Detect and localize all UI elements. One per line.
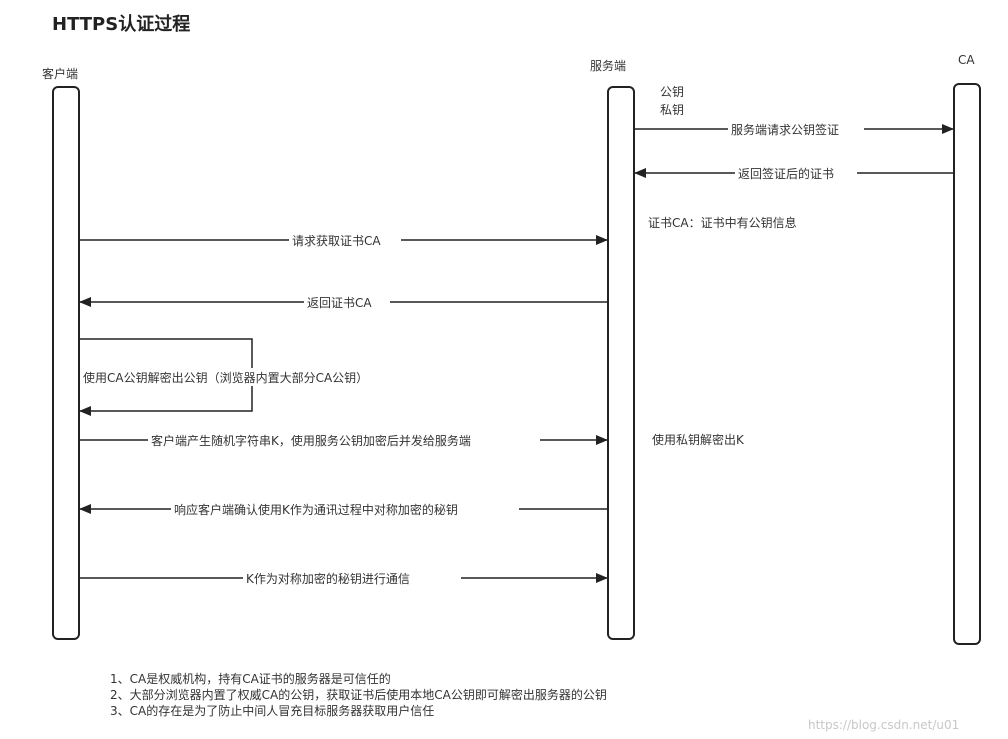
actor-client-label: 客户端 [42, 66, 78, 81]
note-cert-info: 证书CA：证书中有公钥信息 [648, 215, 797, 230]
label-symmetric-communication: K作为对称加密的秘钥进行通信 [246, 571, 410, 586]
ca-lifeline [953, 83, 981, 645]
actor-server-label: 服务端 [590, 58, 626, 73]
label-send-encrypted-k: 客户端产生随机字符串K，使用服务公钥加密后并发给服务端 [151, 433, 471, 448]
label-client-self-decrypt: 使用CA公钥解密出公钥（浏览器内置大部分CA公钥） [83, 370, 368, 385]
label-server-request-signing: 服务端请求公钥签证 [731, 122, 839, 137]
label-bg [171, 501, 519, 517]
watermark: https://blog.csdn.net/u01 [808, 718, 960, 732]
footnote-item: 3、CA的存在是为了防止中间人冒充目标服务器获取用户信任 [110, 704, 435, 718]
server-public-key-label: 公钥 [660, 85, 684, 99]
label-bg [735, 165, 857, 181]
label-bg [148, 432, 540, 448]
footnotes: 1、CA是权威机构，持有CA证书的服务器是可信任的 2、大部分浏览器内置了权威C… [110, 671, 607, 719]
label-bg [304, 294, 390, 310]
server-lifeline [607, 86, 635, 640]
label-return-cert: 返回证书CA [307, 296, 372, 310]
footnote-item: 1、CA是权威机构，持有CA证书的服务器是可信任的 [110, 672, 391, 686]
note-decrypt-k: 使用私钥解密出K [652, 432, 745, 447]
label-bg [80, 368, 432, 386]
label-return-signed-cert: 返回签证后的证书 [738, 166, 834, 181]
footnote-item: 2、大部分浏览器内置了权威CA的公钥，获取证书后使用本地CA公钥即可解密出服务器… [110, 688, 607, 702]
label-bg [243, 570, 461, 586]
client-lifeline [52, 86, 80, 640]
label-bg [728, 121, 864, 137]
server-private-key-label: 私钥 [660, 103, 684, 117]
label-request-cert: 请求获取证书CA [292, 234, 381, 248]
diagram-title: HTTPS认证过程 [52, 14, 191, 35]
label-bg [289, 232, 401, 248]
actor-ca-label: CA [958, 53, 975, 67]
label-confirm-k: 响应客户端确认使用K作为通讯过程中对称加密的秘钥 [174, 502, 458, 517]
